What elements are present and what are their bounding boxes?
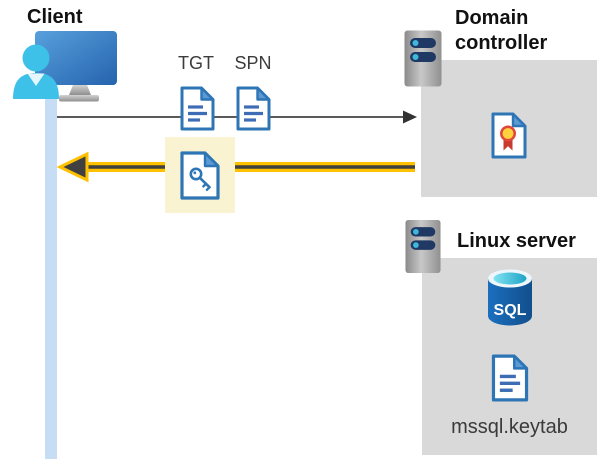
- linux-server-title: Linux server: [457, 230, 576, 252]
- client-title: Client: [27, 6, 83, 28]
- tgt-document-icon: [180, 86, 215, 131]
- monitor-icon: [35, 31, 117, 102]
- linux-server-box: SQL mssql.keytab: [422, 258, 597, 455]
- keytab-label: mssql.keytab: [451, 416, 568, 438]
- domain-controller-title: Domain controller: [455, 7, 548, 54]
- response-arrowhead-icon: [56, 151, 89, 183]
- domain-controller-box: [421, 60, 597, 197]
- linux-server-icon: [405, 219, 441, 274]
- request-arrow: [57, 110, 417, 124]
- response-ticket-highlight: [165, 137, 235, 213]
- request-arrowhead-icon: [403, 110, 417, 124]
- client-lifeline-bar: [45, 93, 57, 459]
- person-icon: [13, 44, 59, 99]
- sql-database-icon: SQL: [487, 269, 532, 326]
- sql-label: SQL: [493, 302, 526, 319]
- tgt-label: TGT: [178, 53, 214, 73]
- spn-label: SPN: [234, 53, 272, 73]
- spn-document-icon: [236, 86, 271, 131]
- certificate-icon: [491, 112, 527, 159]
- client-icon: [13, 31, 117, 102]
- keytab-document-icon: [491, 354, 528, 402]
- key-icon: [189, 166, 211, 191]
- key-document-icon: [180, 150, 220, 200]
- domain-controller-server-icon: [404, 30, 442, 87]
- response-arrow: [56, 151, 415, 183]
